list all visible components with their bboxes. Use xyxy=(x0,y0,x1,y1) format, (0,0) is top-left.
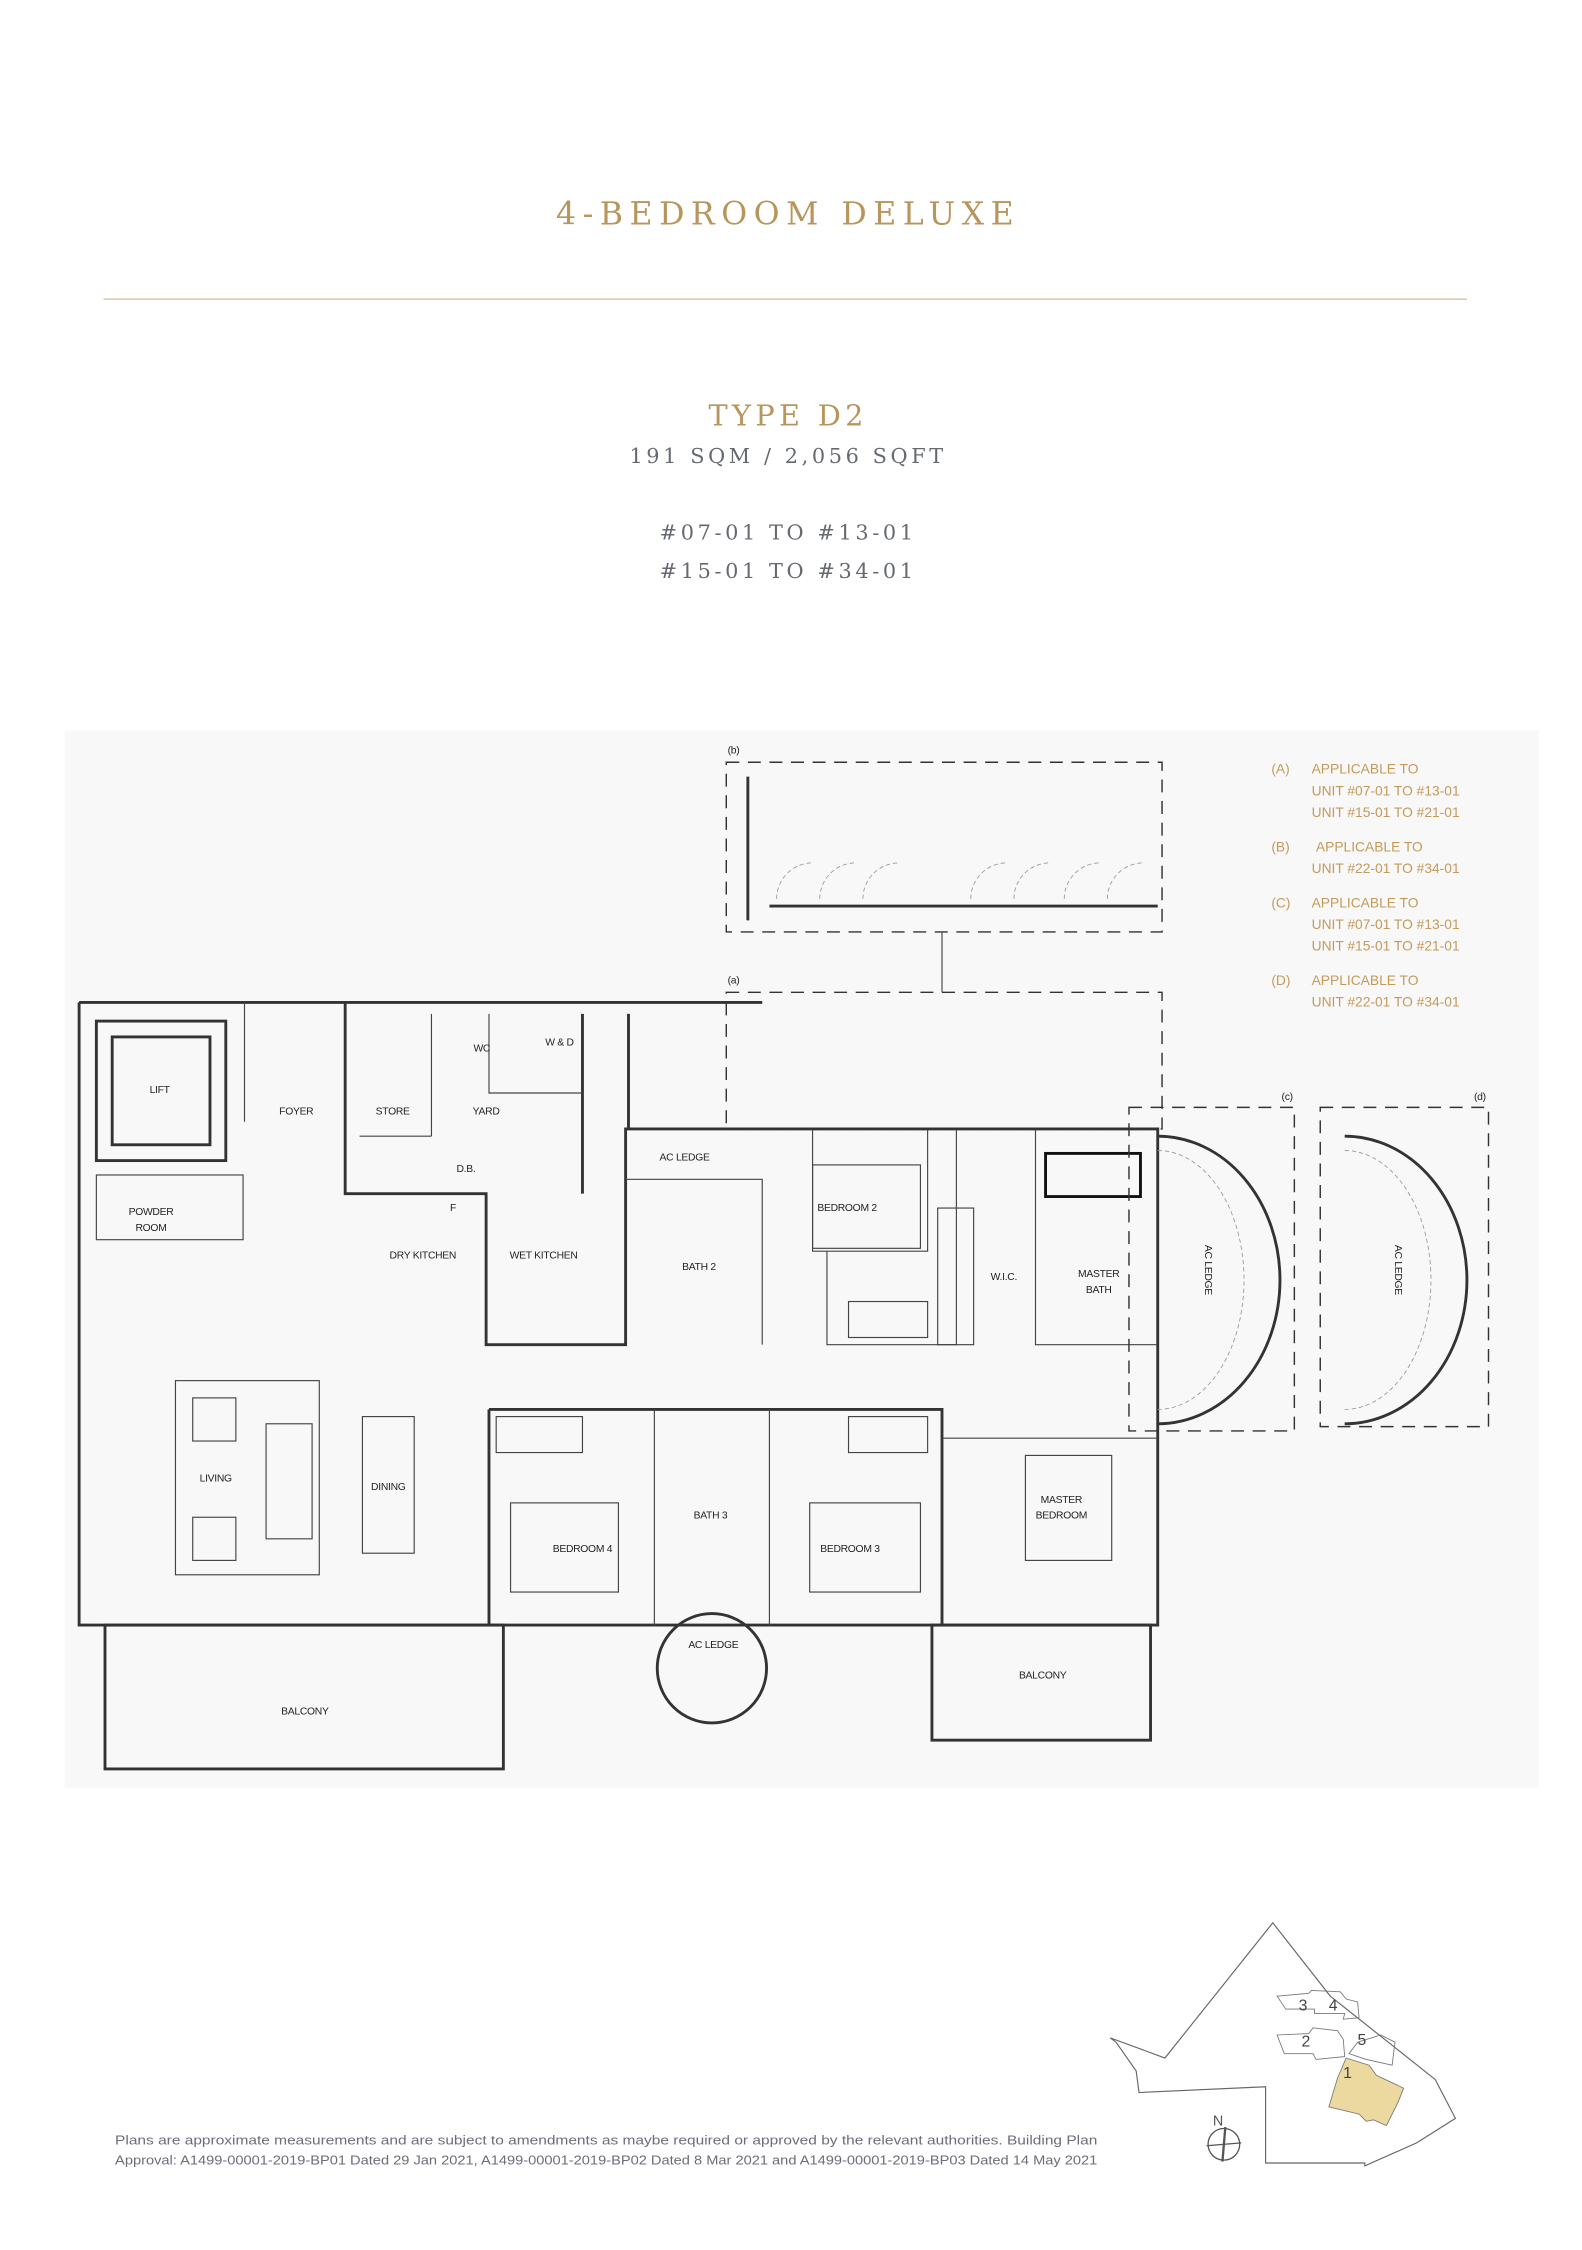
label-dry-kitchen: DRY KITCHEN xyxy=(390,1250,457,1261)
room-labels: LIFT FOYER STORE YARD WC W & D D.B. F AC… xyxy=(129,746,1486,1718)
label-lift: LIFT xyxy=(150,1085,171,1096)
label-yard: YARD xyxy=(473,1107,500,1118)
marker-b: (b) xyxy=(728,746,740,757)
label-bath-2: BATH 2 xyxy=(682,1262,716,1273)
legend-c-line: UNIT #07-01 TO #13-01 xyxy=(1312,917,1460,932)
legend-key-a: (A) xyxy=(1271,762,1289,777)
block-label: 1 xyxy=(1343,2065,1352,2082)
unit-type: TYPE D2 xyxy=(709,399,868,433)
label-balcony-right: BALCONY xyxy=(1019,1670,1067,1681)
legend-d-line: UNIT #22-01 TO #34-01 xyxy=(1312,995,1460,1010)
unit-area: 191 SQM / 2,056 SQFT xyxy=(629,444,946,468)
block-label: 3 xyxy=(1299,1998,1308,2015)
disclaimer-line-1: Plans are approximate measurements and a… xyxy=(115,2132,1097,2147)
label-store: STORE xyxy=(376,1107,410,1118)
legend-a-line: UNIT #15-01 TO #21-01 xyxy=(1312,805,1460,820)
unit-range-2: #15-01 TO #34-01 xyxy=(660,559,917,583)
label-wc: WC xyxy=(473,1043,490,1054)
label-balcony-left: BALCONY xyxy=(281,1706,329,1717)
highlighted-block-1 xyxy=(1328,2057,1405,2127)
label-powder-room-2: ROOM xyxy=(136,1223,167,1234)
label-master-bath: MASTER xyxy=(1078,1269,1119,1280)
north-label: N xyxy=(1213,2114,1223,2130)
disclaimer-line-2: Approval: A1499-00001-2019-BP01 Dated 29… xyxy=(115,2152,1097,2167)
floor-plan xyxy=(77,761,1490,1771)
legend-key-c: (C) xyxy=(1271,895,1290,910)
label-living: LIVING xyxy=(200,1473,232,1484)
legend-a-line: APPLICABLE TO xyxy=(1312,762,1419,777)
label-bedroom-4: BEDROOM 4 xyxy=(553,1544,613,1555)
label-ac-ledge-bottom: AC LEDGE xyxy=(688,1640,738,1651)
marker-c: (c) xyxy=(1282,1092,1293,1103)
label-bedroom-2: BEDROOM 2 xyxy=(817,1203,877,1214)
label-bedroom-3: BEDROOM 3 xyxy=(820,1544,880,1555)
floor-plan-background xyxy=(64,730,1539,1788)
label-bath-3: BATH 3 xyxy=(694,1511,728,1522)
label-master-bedroom-2: BEDROOM xyxy=(1036,1511,1087,1522)
legend-key-b: (B) xyxy=(1271,839,1289,854)
legend-key-d: (D) xyxy=(1271,973,1290,988)
legend-c-line: APPLICABLE TO xyxy=(1312,895,1419,910)
label-master-bath-2: BATH xyxy=(1086,1285,1112,1296)
legend-d-line: APPLICABLE TO xyxy=(1312,973,1419,988)
label-dining: DINING xyxy=(371,1482,406,1493)
label-ac-ledge-c: AC LEDGE xyxy=(1202,1245,1213,1295)
marker-a: (a) xyxy=(728,976,740,987)
compass-icon xyxy=(1206,2126,1242,2162)
unit-range-1: #07-01 TO #13-01 xyxy=(660,520,917,544)
block-label: 2 xyxy=(1301,2034,1310,2051)
marker-d: (d) xyxy=(1474,1092,1486,1103)
label-powder-room: POWDER xyxy=(129,1207,174,1218)
legend-b-line: UNIT #22-01 TO #34-01 xyxy=(1312,861,1460,876)
label-ac-ledge-d: AC LEDGE xyxy=(1392,1245,1403,1295)
label-foyer: FOYER xyxy=(279,1107,313,1118)
legend-b-line: APPLICABLE TO xyxy=(1316,839,1423,854)
legend-a-line: UNIT #07-01 TO #13-01 xyxy=(1312,783,1460,798)
site-plan-key: 1 2 3 4 5 N xyxy=(1109,1921,1457,2167)
block-label: 5 xyxy=(1358,2032,1367,2049)
label-master-bedroom: MASTER xyxy=(1041,1495,1082,1506)
label-fridge: F xyxy=(450,1203,456,1214)
label-wic: W.I.C. xyxy=(991,1272,1017,1283)
applicability-legend: (A) APPLICABLE TO UNIT #07-01 TO #13-01 … xyxy=(1271,762,1459,1010)
label-wd: W & D xyxy=(545,1038,573,1049)
page-title: 4-BEDROOM DELUXE xyxy=(556,196,1020,232)
label-db: D.B. xyxy=(456,1164,475,1175)
legend-c-line: UNIT #15-01 TO #21-01 xyxy=(1312,939,1460,954)
block-label: 4 xyxy=(1329,1998,1338,2015)
label-wet-kitchen: WET KITCHEN xyxy=(510,1250,578,1261)
label-ac-ledge-top: AC LEDGE xyxy=(660,1153,710,1164)
